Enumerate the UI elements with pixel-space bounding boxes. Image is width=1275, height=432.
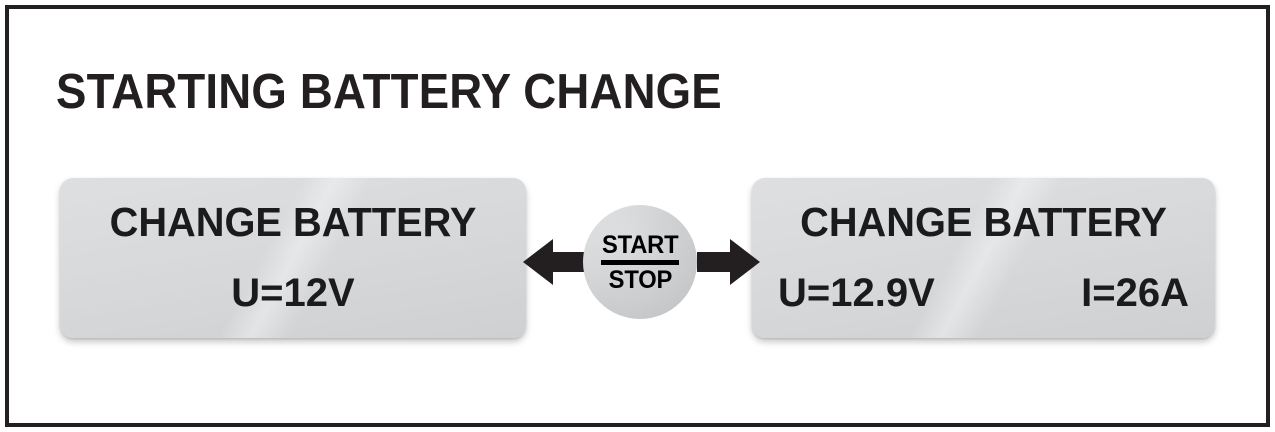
page-title: STARTING BATTERY CHANGE	[56, 65, 722, 119]
panel-left-values: U=12V	[86, 270, 500, 316]
figure-border	[5, 5, 1270, 427]
panel-right-values: U=12.9V I=26A	[778, 270, 1189, 316]
start-stop-divider	[601, 259, 679, 265]
panel-left-voltage-value: U=12V	[231, 271, 355, 315]
panel-right-current-value: I=26A	[1081, 271, 1189, 315]
stop-label: STOP	[608, 265, 672, 294]
panel-left-heading: CHANGE BATTERY	[109, 199, 477, 245]
panel-right-heading: CHANGE BATTERY	[800, 199, 1167, 245]
start-stop-button[interactable]: START STOP	[583, 205, 697, 319]
arrow-right-icon	[697, 237, 760, 287]
panel-after-change: CHANGE BATTERY U=12.9V I=26A	[752, 178, 1215, 338]
panel-right-voltage-value: U=12.9V	[778, 271, 935, 315]
start-label: START	[601, 230, 679, 259]
arrow-left-icon	[523, 237, 586, 287]
panel-before-change: CHANGE BATTERY U=12V	[60, 178, 526, 338]
